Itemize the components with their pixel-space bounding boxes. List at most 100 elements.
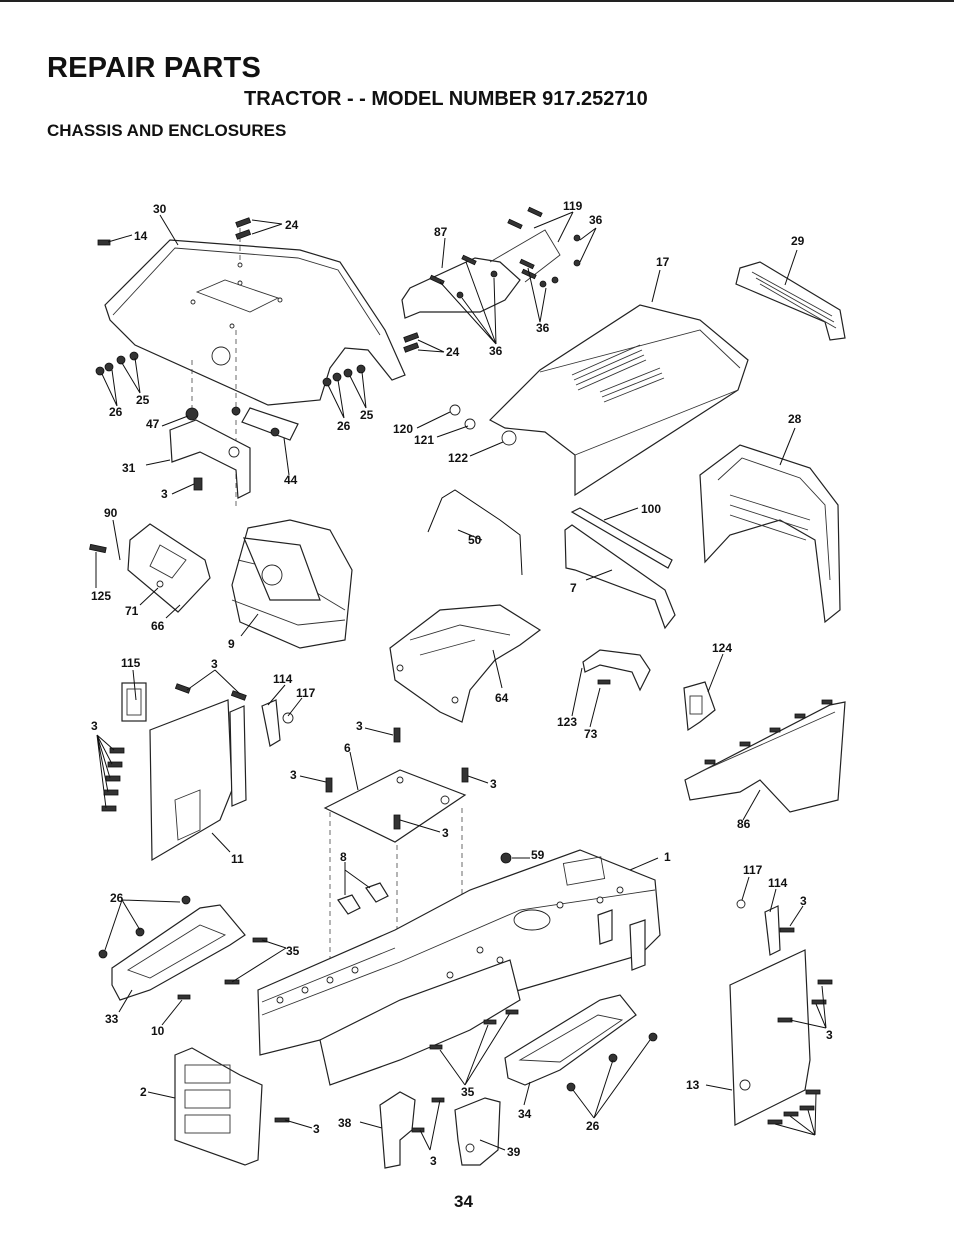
callout-33: 33 — [105, 1012, 119, 1026]
callout-87: 87 — [434, 225, 448, 239]
callout-17: 17 — [656, 255, 670, 269]
callout-29: 29 — [791, 234, 805, 248]
callout-100: 100 — [641, 502, 661, 516]
callout-59: 59 — [531, 848, 545, 862]
bracket-part-7 — [564, 524, 676, 630]
callout-6: 6 — [344, 741, 351, 755]
callout-124: 124 — [712, 641, 732, 655]
panel-part-66 — [89, 523, 211, 613]
callout-35: 35 — [461, 1085, 475, 1099]
page-number: 34 — [454, 1192, 473, 1211]
bolts-part-35 — [429, 1009, 519, 1050]
callout-26: 26 — [337, 419, 351, 433]
callout-86: 86 — [737, 817, 751, 831]
callout-38: 38 — [338, 1116, 352, 1130]
callout-3: 3 — [800, 894, 807, 908]
callout-7: 7 — [570, 581, 577, 595]
side-panel-part-13 — [729, 899, 833, 1126]
bracket-part-39 — [454, 1097, 501, 1166]
callout-10: 10 — [151, 1024, 165, 1038]
callout-3: 3 — [211, 657, 218, 671]
top-rule — [0, 0, 954, 2]
bumper-part-100 — [570, 507, 673, 569]
grille-bracket-part-87 — [401, 206, 581, 319]
callout-24: 24 — [446, 345, 460, 359]
callout-3: 3 — [161, 487, 168, 501]
callout-125: 125 — [91, 589, 111, 603]
bracket-part-123 — [582, 649, 651, 692]
callout-3: 3 — [430, 1154, 437, 1168]
hood-bracket-31 — [169, 406, 299, 499]
bracket-part-38 — [379, 1091, 445, 1169]
callout-26: 26 — [586, 1119, 600, 1133]
callout-36: 36 — [589, 213, 603, 227]
callout-122: 122 — [448, 451, 468, 465]
hood-part-30 — [104, 228, 406, 510]
main-frame-part-1 — [257, 849, 661, 1086]
callout-labels: 30 14 24 87 119 36 17 29 24 36 36 26 25 … — [91, 199, 833, 1168]
model-subtitle: TRACTOR - - MODEL NUMBER 917.252710 — [244, 88, 648, 110]
callout-35: 35 — [286, 944, 300, 958]
footrest-part-33 — [98, 895, 268, 1001]
callout-30: 30 — [153, 202, 167, 216]
callout-114: 114 — [273, 672, 293, 686]
callout-26: 26 — [110, 891, 124, 905]
callout-26: 26 — [109, 405, 123, 419]
side-panel-part-11 — [101, 682, 294, 862]
callout-123: 123 — [557, 715, 577, 729]
callout-50: 50 — [468, 533, 482, 547]
bracket-part-124 — [683, 681, 716, 732]
callout-71: 71 — [125, 604, 139, 618]
hood-rod-part-50 — [427, 489, 523, 576]
callout-28: 28 — [788, 412, 802, 426]
callout-121: 121 — [414, 433, 434, 447]
leader-lines — [95, 211, 827, 1151]
hood-part-17 — [449, 304, 749, 497]
callout-117: 117 — [296, 686, 316, 700]
clip-part-8 — [337, 882, 389, 915]
callout-24: 24 — [285, 218, 299, 232]
callout-8: 8 — [340, 850, 347, 864]
callout-3: 3 — [356, 719, 363, 733]
callout-3: 3 — [91, 719, 98, 733]
callout-39: 39 — [507, 1145, 521, 1159]
callout-3: 3 — [442, 826, 449, 840]
callout-14: 14 — [134, 229, 148, 243]
callout-90: 90 — [104, 506, 118, 520]
callout-36: 36 — [536, 321, 550, 335]
callout-44: 44 — [284, 473, 298, 487]
callout-114: 114 — [768, 876, 788, 890]
callout-9: 9 — [228, 637, 235, 651]
callout-11: 11 — [231, 852, 244, 866]
frame-part-64 — [389, 604, 542, 723]
callout-120: 120 — [393, 422, 413, 436]
callout-34: 34 — [518, 1107, 532, 1121]
side-panel-part-28 — [699, 444, 841, 624]
side-skirt-part-86 — [684, 699, 846, 813]
callout-31: 31 — [122, 461, 136, 475]
dash-console-part-9 — [231, 519, 353, 649]
callout-13: 13 — [686, 1078, 700, 1092]
vent-slots — [571, 344, 665, 403]
callout-119: 119 — [563, 199, 583, 213]
callout-64: 64 — [495, 691, 509, 705]
callout-2: 2 — [140, 1085, 147, 1099]
callout-3: 3 — [826, 1028, 833, 1042]
bracket-part-2 — [174, 1047, 290, 1166]
grille-insert-part-29 — [735, 261, 846, 341]
hood-fasteners — [95, 217, 420, 387]
callout-66: 66 — [151, 619, 165, 633]
callout-73: 73 — [584, 727, 598, 741]
plate-part-6 — [323, 727, 469, 1010]
callout-25: 25 — [360, 408, 374, 422]
callout-36: 36 — [489, 344, 503, 358]
callout-1: 1 — [664, 850, 671, 864]
callout-115: 115 — [121, 656, 141, 670]
callout-47: 47 — [146, 417, 160, 431]
callout-3: 3 — [490, 777, 497, 791]
section-heading: CHASSIS AND ENCLOSURES — [47, 121, 287, 140]
callout-117: 117 — [743, 863, 763, 877]
callout-25: 25 — [136, 393, 150, 407]
callout-3: 3 — [313, 1122, 320, 1136]
